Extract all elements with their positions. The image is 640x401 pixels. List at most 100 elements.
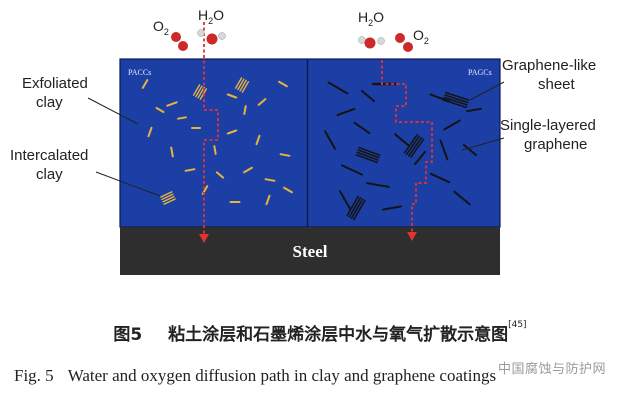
graphene-sheet (462, 143, 478, 157)
graphene-like-sheet-label: Graphene-like sheet (502, 57, 600, 93)
single-layered-graphene-label: Single-layered graphene (500, 117, 600, 153)
clay-stack-layer (161, 193, 174, 201)
intercalated-clay-stacks (160, 77, 250, 205)
exfoliated-clay-platelets (141, 79, 293, 206)
single-layered-leader (461, 137, 505, 151)
graphene-like-stack-layer (444, 94, 469, 104)
oxygen-molecule-left (171, 32, 188, 51)
graphene-sheet (324, 130, 336, 150)
graphene-sheet (453, 190, 471, 206)
graphene-like-stack-layer (442, 99, 468, 109)
clay-platelet (255, 134, 261, 146)
clay-platelet (264, 178, 276, 182)
caption-cn-reference: [45] (508, 320, 527, 330)
caption-en-text: Water and oxygen diffusion path in clay … (67, 366, 497, 385)
graphene-sheet (429, 172, 451, 184)
graphene-sheet (382, 205, 402, 211)
graphene-sheet (394, 133, 410, 147)
clay-stack-layer (192, 84, 201, 96)
graphene-like-stack-layer (356, 151, 379, 161)
single-layered-graphene-sheets (324, 81, 482, 211)
clay-platelet (283, 186, 293, 194)
clay-platelet (279, 153, 291, 157)
clay-platelet (141, 79, 149, 89)
graphene-like-stack-layer (410, 138, 425, 158)
clay-platelet (215, 171, 225, 179)
caption-en-figure-number: Fig. 5 (14, 366, 54, 385)
graphene-sheet (443, 119, 461, 131)
graphene-diffusion-path (381, 60, 433, 233)
clay-stack (160, 191, 176, 205)
clay-platelet (177, 116, 187, 120)
steel-substrate (120, 227, 500, 275)
graphene-like-sheet-stacks (346, 91, 470, 221)
clay-path-arrowhead (199, 234, 209, 243)
clay-platelet (155, 107, 165, 113)
clay-platelet (278, 80, 288, 88)
clay-platelet (170, 146, 174, 158)
exfoliated-clay-leader (87, 97, 139, 125)
graphene-like-leader (469, 81, 505, 101)
clay-stack-layer (234, 77, 243, 89)
graphene-sheet (336, 107, 356, 117)
o2-label-left: O2 (153, 18, 169, 37)
graphene-like-stack (355, 146, 381, 164)
graphene-sheet (327, 81, 349, 95)
intercalated-clay-label: Intercalated clay (10, 147, 93, 183)
graphene-like-stack-layer (357, 149, 380, 159)
graphene-like-stack-layer (443, 96, 468, 106)
watermark: 中国腐蚀与防护网 (498, 362, 607, 377)
graphene-sheet (341, 164, 363, 176)
o2-label-right: O2 (413, 27, 429, 46)
intercalated-clay-leader (95, 171, 161, 197)
pacc-label: PACCs (128, 68, 151, 77)
graphene-sheet (366, 182, 390, 188)
water-molecule-right (358, 36, 385, 49)
graphene-like-stack-layer (355, 154, 378, 164)
clay-stack-layer (195, 85, 203, 98)
clay-stack-layer (241, 81, 250, 93)
graphene-sheet (360, 89, 376, 103)
graphene-coating-panel (308, 59, 500, 227)
graphene-sheet (353, 121, 371, 135)
clay-coating-panel (120, 59, 307, 227)
graphene-like-stack-layer (348, 197, 362, 218)
clay-stack (234, 77, 250, 93)
graphene-like-stack-layer (444, 91, 470, 101)
clay-platelet (243, 105, 247, 115)
graphene-path-arrowhead (407, 232, 417, 241)
water-molecule-left (197, 29, 226, 45)
clay-stack-layer (162, 195, 175, 203)
graphene-like-stack-layer (407, 136, 423, 157)
figure-caption-english: Fig. 5 Water and oxygen diffusion path in… (14, 366, 640, 386)
clay-platelet (147, 126, 153, 138)
clay-platelet (184, 168, 196, 172)
clay-platelet (226, 93, 238, 99)
graphene-sheet (439, 139, 449, 161)
pagc-label: PAGCs (468, 68, 492, 77)
steel-label: Steel (293, 242, 328, 261)
graphene-sheet (339, 190, 351, 210)
oxygen-molecule-right (395, 33, 413, 52)
clay-platelet (243, 166, 253, 174)
graphene-like-stack (346, 195, 366, 221)
clay-platelet (265, 194, 271, 206)
graphene-like-stack (403, 134, 425, 158)
clay-platelet (213, 145, 217, 155)
clay-platelet (257, 98, 267, 106)
clay-platelet (166, 101, 178, 107)
caption-cn-figure-number: 图5 (113, 325, 143, 345)
figure-caption-chinese: 图5 粘土涂层和石墨烯涂层中水与氧气扩散示意图[45] (0, 320, 640, 345)
graphene-like-stack (442, 91, 470, 109)
clay-diffusion-path (203, 22, 219, 235)
exfoliated-clay-label: Exfoliated clay (22, 75, 92, 111)
clay-stack-layer (163, 198, 176, 205)
graphene-like-stack-layer (353, 199, 366, 221)
graphene-like-stack-layer (350, 198, 364, 219)
h2o-label-right: H2O (358, 9, 384, 28)
graphene-like-stack-layer (403, 134, 418, 154)
h2o-label-left: H2O (198, 7, 224, 26)
clay-stack-layer (239, 79, 247, 92)
graphene-sheet (466, 107, 482, 113)
